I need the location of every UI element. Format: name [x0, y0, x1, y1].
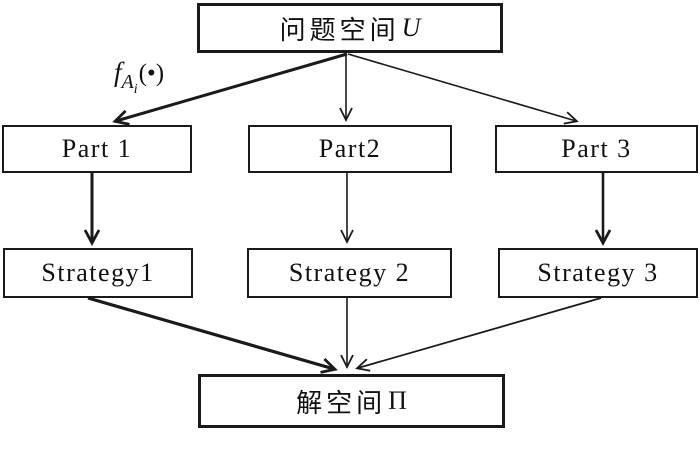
mapping-sub-i: i — [133, 82, 138, 97]
arrow-problem-to-part3 — [347, 53, 579, 125]
part1-box: Part 1 — [2, 125, 192, 173]
mapping-sub-A: A — [121, 71, 134, 93]
solution-space-label: 解空间 — [296, 388, 387, 418]
part1-label: Part 1 — [61, 134, 133, 163]
problem-space-symbol: U — [401, 13, 421, 42]
mapping-args: (•) — [138, 60, 165, 87]
part3-box: Part 3 — [495, 125, 698, 173]
part2-label: Part2 — [318, 134, 382, 163]
part3-label: Part 3 — [561, 134, 632, 163]
problem-space-label: 问题空间 — [279, 15, 400, 45]
mapping-f: f — [114, 57, 122, 87]
strategy2-label: Strategy 2 — [288, 258, 411, 287]
arrow-strategy3-to-solution — [355, 297, 602, 372]
arrow-strategy1-to-solution — [87, 296, 338, 374]
strategy1-box: Strategy1 — [3, 248, 193, 298]
solution-space-symbol: Π — [388, 386, 407, 415]
strategy2-box: Strategy 2 — [247, 248, 452, 298]
strategy1-label: Strategy1 — [41, 258, 155, 287]
strategy3-label: Strategy 3 — [537, 258, 659, 287]
strategy3-box: Strategy 3 — [498, 248, 698, 298]
mapping-function-label: fAi(•) — [114, 57, 164, 98]
part2-box: Part2 — [248, 125, 452, 173]
